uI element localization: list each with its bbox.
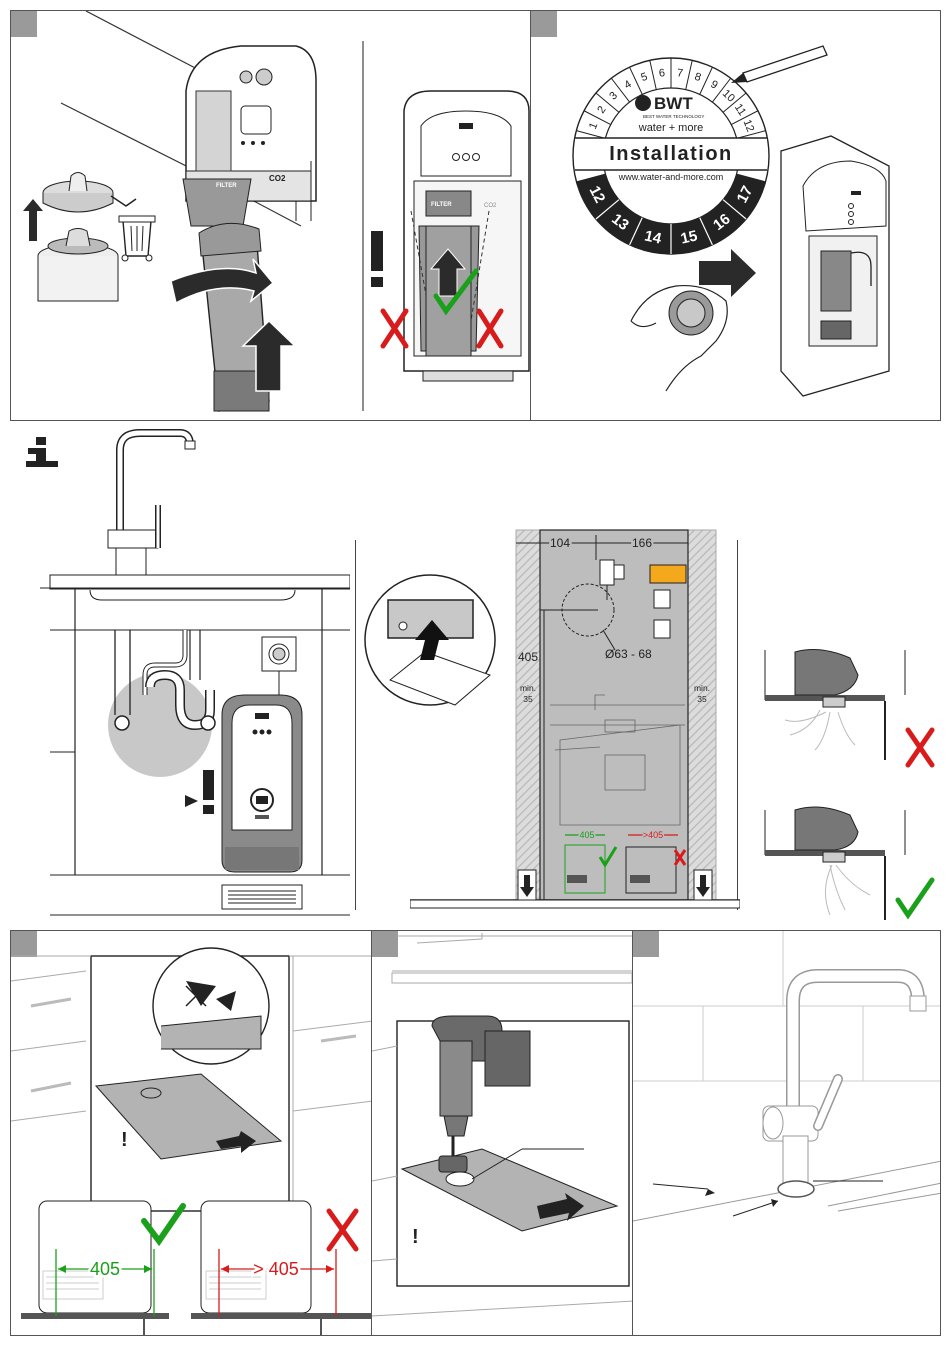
- dim-min-left-a: min.: [520, 683, 536, 693]
- month-label: 6: [658, 67, 665, 80]
- step-panel-drill-hole: !: [371, 930, 633, 1336]
- installation-dimension-diagram: 104 166 405 min. 35 min. 35 Ø63 - 68: [410, 525, 740, 915]
- faucet-position-illustration: [633, 931, 941, 1336]
- dim-diameter: Ø63 - 68: [605, 647, 652, 661]
- dim-min-right-a: min.: [694, 683, 710, 693]
- warning-mark: !: [121, 1129, 128, 1151]
- month-label: 7: [676, 67, 683, 80]
- brand-subtitle: BEST WATER TECHNOLOGY: [643, 114, 704, 119]
- filter-label: FILTER: [216, 183, 237, 189]
- dim-bad-width: >405: [643, 830, 663, 840]
- dim-min-right-b: 35: [697, 694, 707, 704]
- co2-label-2: CO2: [484, 203, 497, 209]
- dim-left-width: 104: [550, 536, 570, 550]
- filter-label-2: FILTER: [431, 202, 452, 208]
- brand-tagline: water + more: [638, 122, 704, 134]
- divider-line: [355, 540, 356, 910]
- sticker-title: Installation: [609, 143, 733, 165]
- drill-hole-illustration: !: [372, 931, 633, 1336]
- dim-right-width: 166: [632, 536, 652, 550]
- cabinet-illustration: [40, 425, 350, 925]
- step-panel-template-placement: ! 405 > 405: [10, 930, 372, 1336]
- ok-width-label: 405: [90, 1259, 120, 1279]
- dim-min-left-b: 35: [523, 694, 533, 704]
- dim-ok-width: 405: [579, 830, 594, 840]
- warning-mark: !: [412, 1226, 419, 1248]
- sticker-url: www.water-and-more.com: [618, 172, 724, 182]
- template-placement-illustration: ! 405 > 405: [11, 931, 372, 1336]
- step-panel-filter-insert: FILTER CO2 FILTER CO2: [10, 10, 531, 421]
- dim-height: 405: [518, 650, 538, 664]
- step-panel-faucet-position: [632, 930, 941, 1336]
- co2-label: CO2: [269, 174, 286, 183]
- brand-name: BWT: [654, 94, 693, 113]
- warning-label-icon: [650, 565, 686, 583]
- bwt-logo-drop-icon: [635, 95, 651, 111]
- bad-width-label: > 405: [253, 1259, 299, 1279]
- pencil-icon: [743, 46, 827, 82]
- filter-insert-illustration: FILTER CO2 FILTER CO2: [11, 11, 531, 421]
- drain-alignment-illustration: [760, 640, 940, 925]
